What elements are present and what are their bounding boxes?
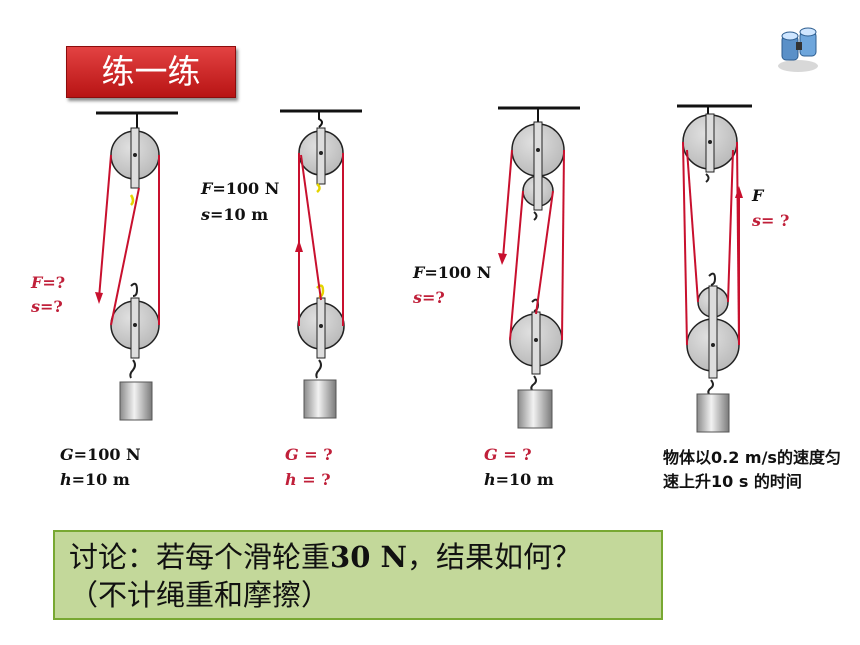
rope — [110, 187, 140, 326]
pulley-frame — [533, 121, 543, 211]
pulley-frame — [316, 127, 326, 185]
pulley-frame — [708, 285, 718, 379]
rope — [509, 190, 524, 341]
pulley-system-4 — [677, 104, 752, 433]
fig2-distance-label: s=10 m — [201, 205, 269, 224]
weight-block — [517, 389, 553, 429]
rope — [561, 149, 565, 341]
axle — [708, 140, 712, 144]
discussion-box: 讨论：若每个滑轮重30 N，结果如何？ （不计绳重和摩擦） — [53, 530, 663, 620]
rope — [98, 154, 112, 299]
pulley-frame — [130, 127, 140, 189]
fig3-distance-label: s=? — [413, 288, 445, 307]
pulley-frame — [130, 297, 140, 359]
binoculars-icon — [778, 27, 818, 72]
pulley-frame — [531, 311, 541, 375]
rope — [502, 149, 513, 259]
fig1-height-label: h=10 m — [60, 470, 130, 489]
rope — [682, 141, 688, 346]
force-arrow — [498, 253, 507, 265]
axle — [133, 153, 137, 157]
fig2-height-label: h = ? — [285, 470, 331, 489]
axle — [319, 324, 323, 328]
hook — [129, 359, 136, 379]
weight-block — [119, 381, 153, 421]
fig1-weight-label: G=100 N — [60, 445, 141, 464]
axle — [534, 338, 538, 342]
section-title: 练一练 — [66, 46, 236, 98]
hook — [705, 173, 710, 183]
hook — [707, 379, 714, 395]
fig3-height-label: h=10 m — [484, 470, 554, 489]
axle — [133, 323, 137, 327]
hook — [318, 111, 323, 128]
pulley-system-1 — [95, 111, 178, 421]
axle — [711, 343, 715, 347]
hook — [316, 183, 321, 193]
rope — [727, 149, 734, 303]
hook — [130, 282, 139, 297]
fig4-description: 物体以0.2 m/s的速度匀速上升10 s 的时间 — [663, 448, 841, 491]
fig3-weight-label: G = ? — [484, 445, 532, 464]
fig4-force-label: F — [752, 186, 764, 205]
fig2-force-label: F=100 N — [201, 179, 280, 198]
fig1-force-label: F=? — [31, 273, 66, 292]
force-arrow — [735, 186, 743, 198]
discussion-line-1: 讨论：若每个滑轮重30 N，结果如何？ — [69, 540, 581, 574]
force-arrow — [295, 240, 303, 252]
discussion-line-2: （不计绳重和摩擦） — [69, 578, 331, 612]
force-arrow — [95, 292, 103, 304]
pulley-system-3 — [498, 106, 580, 429]
rope — [300, 154, 322, 301]
axle — [319, 151, 323, 155]
weight-block — [696, 393, 730, 433]
fig3-force-label: F=100 N — [413, 263, 492, 282]
hook — [530, 375, 537, 391]
rope — [686, 149, 699, 303]
pulley-system-2 — [280, 109, 362, 419]
hook — [708, 272, 717, 286]
fig4-distance-label: s= ? — [752, 211, 790, 230]
rope — [535, 190, 554, 315]
hook — [533, 211, 538, 221]
weight-block — [303, 379, 337, 419]
hook — [315, 359, 322, 379]
axle — [536, 148, 540, 152]
fig2-weight-label: G = ? — [285, 445, 333, 464]
fig1-distance-label: s=? — [31, 297, 63, 316]
hook — [129, 194, 135, 206]
